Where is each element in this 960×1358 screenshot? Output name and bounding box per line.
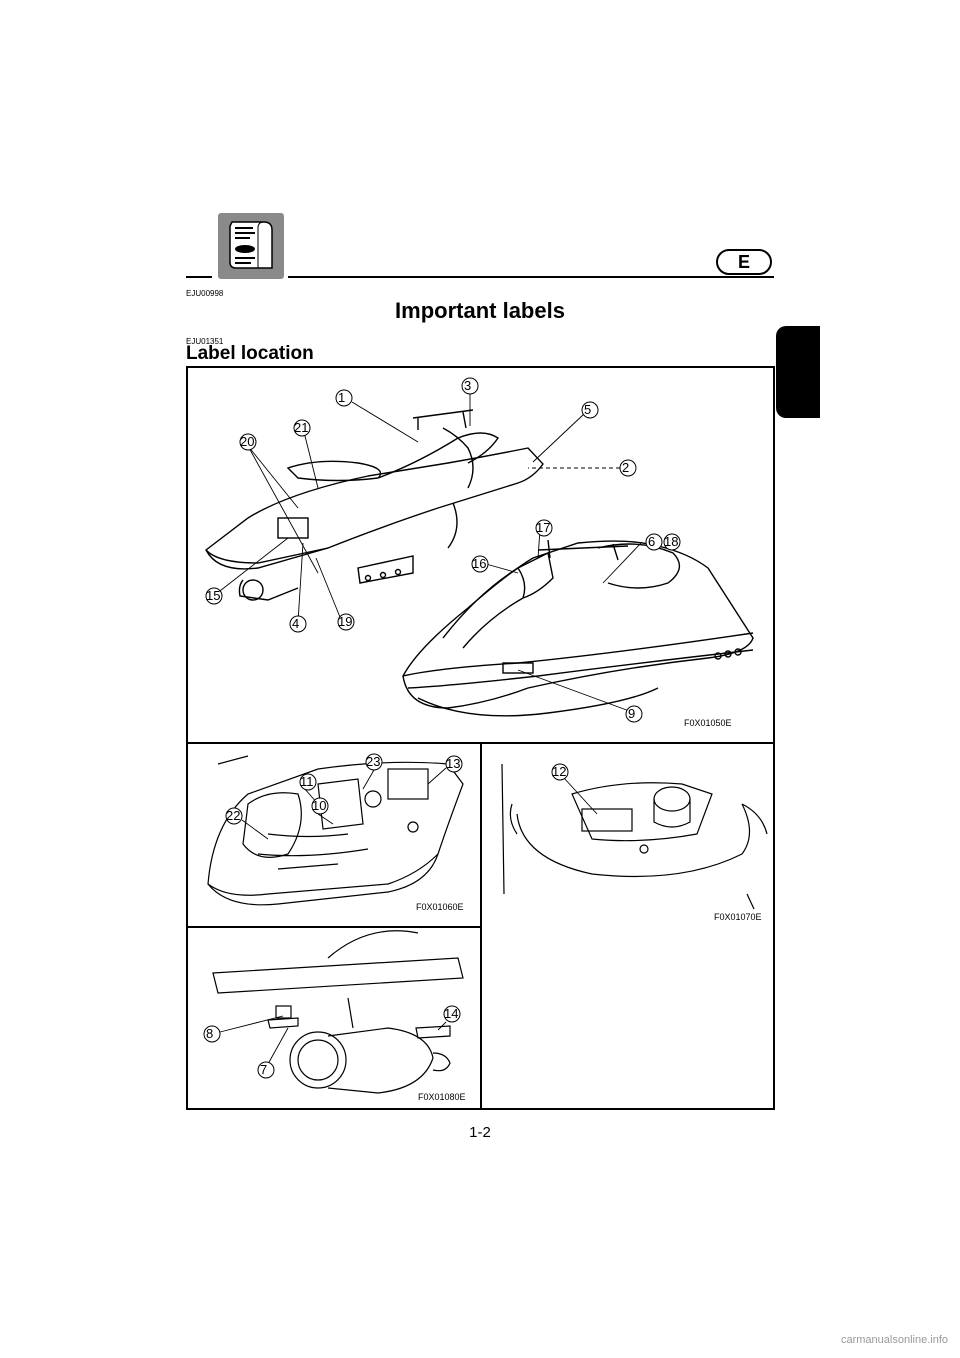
callout-8: 8 (206, 1026, 214, 1041)
callout-12: 12 (552, 764, 567, 779)
subsection-code: EJU01351 (186, 337, 224, 346)
label-location-figure: 1 3 5 2 21 20 15 4 19 16 17 6 18 9 F0X01… (186, 366, 775, 1110)
chapter-manual-icon (218, 213, 284, 279)
callout-14: 14 (444, 1006, 459, 1021)
engine-compartment-illustration (207, 753, 464, 906)
page-title: Important labels (395, 298, 565, 323)
language-badge: E (716, 249, 772, 275)
callout-5: 5 (584, 402, 592, 417)
figure-code-stern: F0X01080E (418, 1092, 466, 1102)
callout-18: 18 (664, 534, 679, 549)
callout-11: 11 (300, 774, 314, 789)
callout-22: 22 (226, 808, 241, 823)
subsection-title: Label location (186, 343, 314, 364)
header-rule-right (288, 276, 774, 278)
callout-7: 7 (260, 1062, 268, 1077)
figure-divider-horizontal-2 (188, 926, 481, 928)
figure-code-engine: F0X01060E (416, 902, 464, 912)
callout-13: 13 (446, 756, 461, 771)
callout-10: 10 (312, 798, 327, 813)
callout-19: 19 (338, 614, 353, 629)
callout-16: 16 (472, 556, 487, 571)
header-rule-left (186, 276, 212, 278)
section-code: EJU00998 (186, 289, 224, 298)
callout-15: 15 (206, 588, 221, 603)
callout-9: 9 (628, 706, 636, 721)
stern-illustration (203, 930, 464, 1094)
callout-17: 17 (536, 520, 551, 535)
callout-21: 21 (294, 420, 309, 435)
page-number: 1-2 (469, 1124, 491, 1141)
callout-20: 20 (240, 434, 255, 449)
watermark: carmanualsonline.info (840, 1334, 948, 1346)
watercraft-illustration (205, 377, 754, 723)
callout-2: 2 (622, 460, 630, 475)
callout-4: 4 (292, 616, 300, 631)
figure-divider-vertical (480, 742, 482, 1108)
chapter-side-tab (776, 326, 820, 418)
storage-compartment-illustration (501, 763, 768, 910)
figure-code-top: F0X01050E (684, 718, 732, 728)
figure-code-storage: F0X01070E (714, 912, 762, 922)
callout-3: 3 (464, 378, 472, 393)
callout-6: 6 (648, 534, 656, 549)
callout-23: 23 (366, 754, 381, 769)
callout-1: 1 (338, 390, 346, 405)
